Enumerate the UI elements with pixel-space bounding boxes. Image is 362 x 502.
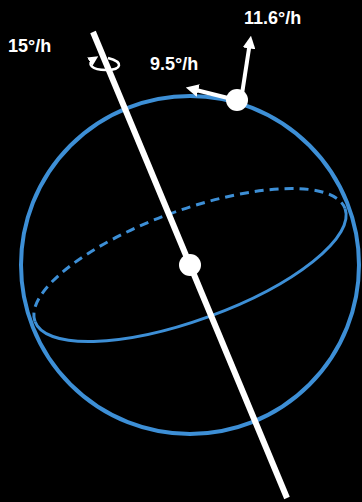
rate-label: 15°/h: [8, 36, 51, 56]
rate-label: 9.5°/h: [150, 54, 198, 74]
velocity-arrow: [242, 42, 250, 94]
velocity-arrow: [192, 89, 232, 99]
center-dot: [179, 254, 201, 276]
surface-dot: [226, 89, 248, 111]
rate-label: 11.6°/h: [244, 8, 301, 28]
rotation-axis: [93, 32, 287, 498]
rotation-arrow: [90, 58, 119, 70]
